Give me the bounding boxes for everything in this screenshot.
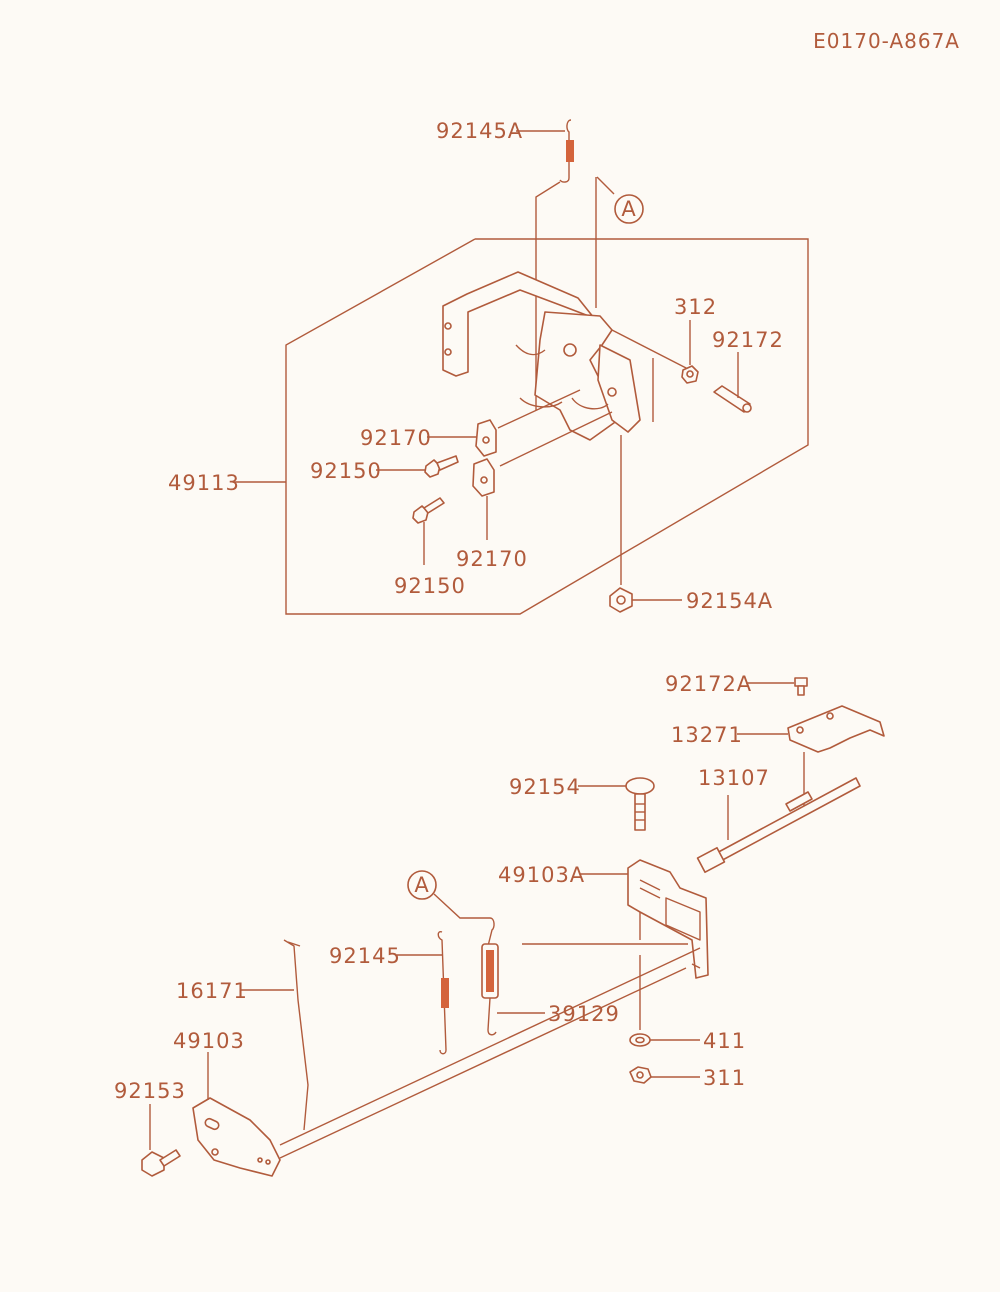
label-13107: 13107: [698, 766, 770, 790]
plate-49103: [192, 1097, 281, 1177]
label-92150-bottom: 92150: [394, 574, 466, 598]
lever-49103A: [627, 859, 709, 979]
label-92170-top: 92170: [360, 426, 432, 450]
bolt-92150-lower: [412, 497, 445, 524]
label-49103A: 49103A: [498, 863, 585, 887]
screw-92172A: [794, 677, 808, 696]
label-13271: 13271: [671, 723, 743, 747]
nut-312: [681, 365, 699, 384]
plate-13271: [787, 705, 885, 753]
svg-text:A: A: [621, 197, 636, 221]
label-49103: 49103: [173, 1029, 245, 1053]
spring-39129: [481, 917, 499, 1036]
label-16171: 16171: [176, 979, 248, 1003]
bolt-92154: [625, 777, 655, 831]
label-92145: 92145: [329, 944, 401, 968]
label-311: 311: [703, 1066, 746, 1090]
control-bracket: [442, 271, 654, 441]
label-49113: 49113: [168, 471, 240, 495]
washer-411: [629, 1033, 651, 1047]
label-92153: 92153: [114, 1079, 186, 1103]
label-92145A: 92145A: [436, 119, 523, 143]
spring-92145: [437, 930, 449, 1055]
rod-13107: [696, 777, 861, 874]
nut-311: [629, 1066, 652, 1084]
label-92172A: 92172A: [665, 672, 752, 696]
drawing-code: E0170-A867A: [813, 29, 960, 53]
bolt-92153: [141, 1149, 181, 1177]
bolt-92172: [713, 385, 752, 413]
bolt-92150-upper: [424, 455, 459, 478]
spring-92145A: [559, 119, 574, 183]
rod-16171: [283, 939, 309, 1131]
callout-a-top: A: [614, 194, 644, 224]
assembly-49113-outline: [285, 238, 809, 615]
callout-a-bottom: A: [407, 870, 437, 900]
label-92150-top: 92150: [310, 459, 382, 483]
label-39129: 39129: [548, 1002, 620, 1026]
bolt-92154A: [609, 587, 633, 613]
svg-text:A: A: [414, 873, 429, 897]
label-411: 411: [703, 1029, 746, 1053]
clip-92170-lower: [472, 458, 495, 497]
label-92172: 92172: [712, 328, 784, 352]
label-92154: 92154: [509, 775, 581, 799]
clip-92170-upper: [475, 419, 497, 457]
label-312: 312: [674, 295, 717, 319]
label-92170-bottom: 92170: [456, 547, 528, 571]
label-92154A: 92154A: [686, 589, 773, 613]
